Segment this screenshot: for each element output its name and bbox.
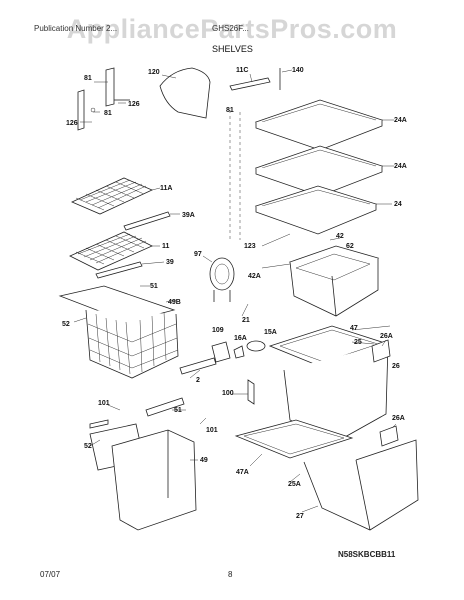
bracket-126-left bbox=[77, 67, 130, 131]
label-51: 51 bbox=[174, 407, 182, 414]
label-26a: 26A bbox=[380, 333, 393, 340]
label-25a: 25A bbox=[288, 481, 301, 488]
label-47a: 47A bbox=[236, 469, 249, 476]
label-81: 81 bbox=[104, 110, 112, 117]
label-81: 81 bbox=[226, 107, 234, 114]
drawer-27 bbox=[234, 419, 419, 531]
label-21: 21 bbox=[242, 317, 250, 324]
label-16a: 16A bbox=[234, 335, 247, 342]
label-11a: 11A bbox=[160, 185, 172, 192]
part-109 bbox=[211, 341, 231, 363]
model-text: GHS26F... bbox=[212, 24, 249, 33]
publication-text: Publication Number 2... bbox=[34, 24, 118, 33]
drawer-42 bbox=[288, 245, 380, 317]
label-2: 2 bbox=[196, 377, 200, 384]
wire-shelf-11 bbox=[69, 231, 153, 279]
label-101: 101 bbox=[98, 400, 110, 407]
part-15a bbox=[246, 340, 266, 352]
footer-date: 07/07 bbox=[40, 570, 61, 579]
label-49: 49 bbox=[200, 457, 208, 464]
label-52: 52 bbox=[84, 443, 92, 450]
part-16a bbox=[233, 345, 245, 359]
label-47: 47 bbox=[350, 325, 358, 332]
label-51: 51 bbox=[150, 283, 158, 290]
label-49b: 49B bbox=[168, 299, 181, 306]
label-100: 100 bbox=[222, 390, 234, 397]
label-42a: 42A bbox=[248, 273, 261, 280]
shelf-24a-top bbox=[254, 99, 384, 151]
label-24: 24 bbox=[394, 201, 402, 208]
label-39: 39 bbox=[166, 259, 174, 266]
label-101: 101 bbox=[206, 427, 218, 434]
leader-lines bbox=[73, 69, 397, 513]
label-52: 52 bbox=[62, 321, 70, 328]
label-81: 81 bbox=[84, 75, 92, 82]
label-24a: 24A bbox=[394, 163, 407, 170]
label-109: 109 bbox=[212, 327, 224, 334]
label-123: 123 bbox=[244, 243, 256, 250]
label-140: 140 bbox=[292, 67, 304, 74]
bin-49 bbox=[89, 397, 197, 531]
cover-120 bbox=[159, 67, 211, 119]
label-126: 126 bbox=[128, 101, 140, 108]
label-97: 97 bbox=[194, 251, 202, 258]
label-24a: 24A bbox=[394, 117, 407, 124]
wire-basket-49b bbox=[58, 285, 217, 379]
shelf-24 bbox=[254, 185, 378, 235]
label-62: 62 bbox=[346, 243, 354, 250]
wire-shelf-11a bbox=[71, 177, 171, 231]
drawer-25 bbox=[247, 325, 391, 443]
label-39a: 39A bbox=[182, 212, 195, 219]
label-120: 120 bbox=[148, 69, 160, 76]
diagram-code: N58SKBCBB11 bbox=[338, 550, 396, 559]
label-126: 126 bbox=[66, 120, 78, 127]
label-27: 27 bbox=[296, 513, 304, 520]
label-15a: 15A bbox=[264, 329, 277, 336]
label-26: 26 bbox=[392, 363, 400, 370]
page-number: 8 bbox=[228, 570, 233, 579]
coil-97 bbox=[209, 257, 235, 302]
label-11: 11 bbox=[162, 243, 170, 250]
label-11c: 11C bbox=[236, 67, 248, 74]
label-42: 42 bbox=[336, 233, 344, 240]
section-title: SHELVES bbox=[212, 44, 253, 54]
label-26a: 26A bbox=[392, 415, 405, 422]
strip-11c bbox=[229, 77, 271, 91]
watermark: AppliancePartsPros.com bbox=[66, 14, 398, 44]
label-25: 25 bbox=[354, 339, 362, 346]
